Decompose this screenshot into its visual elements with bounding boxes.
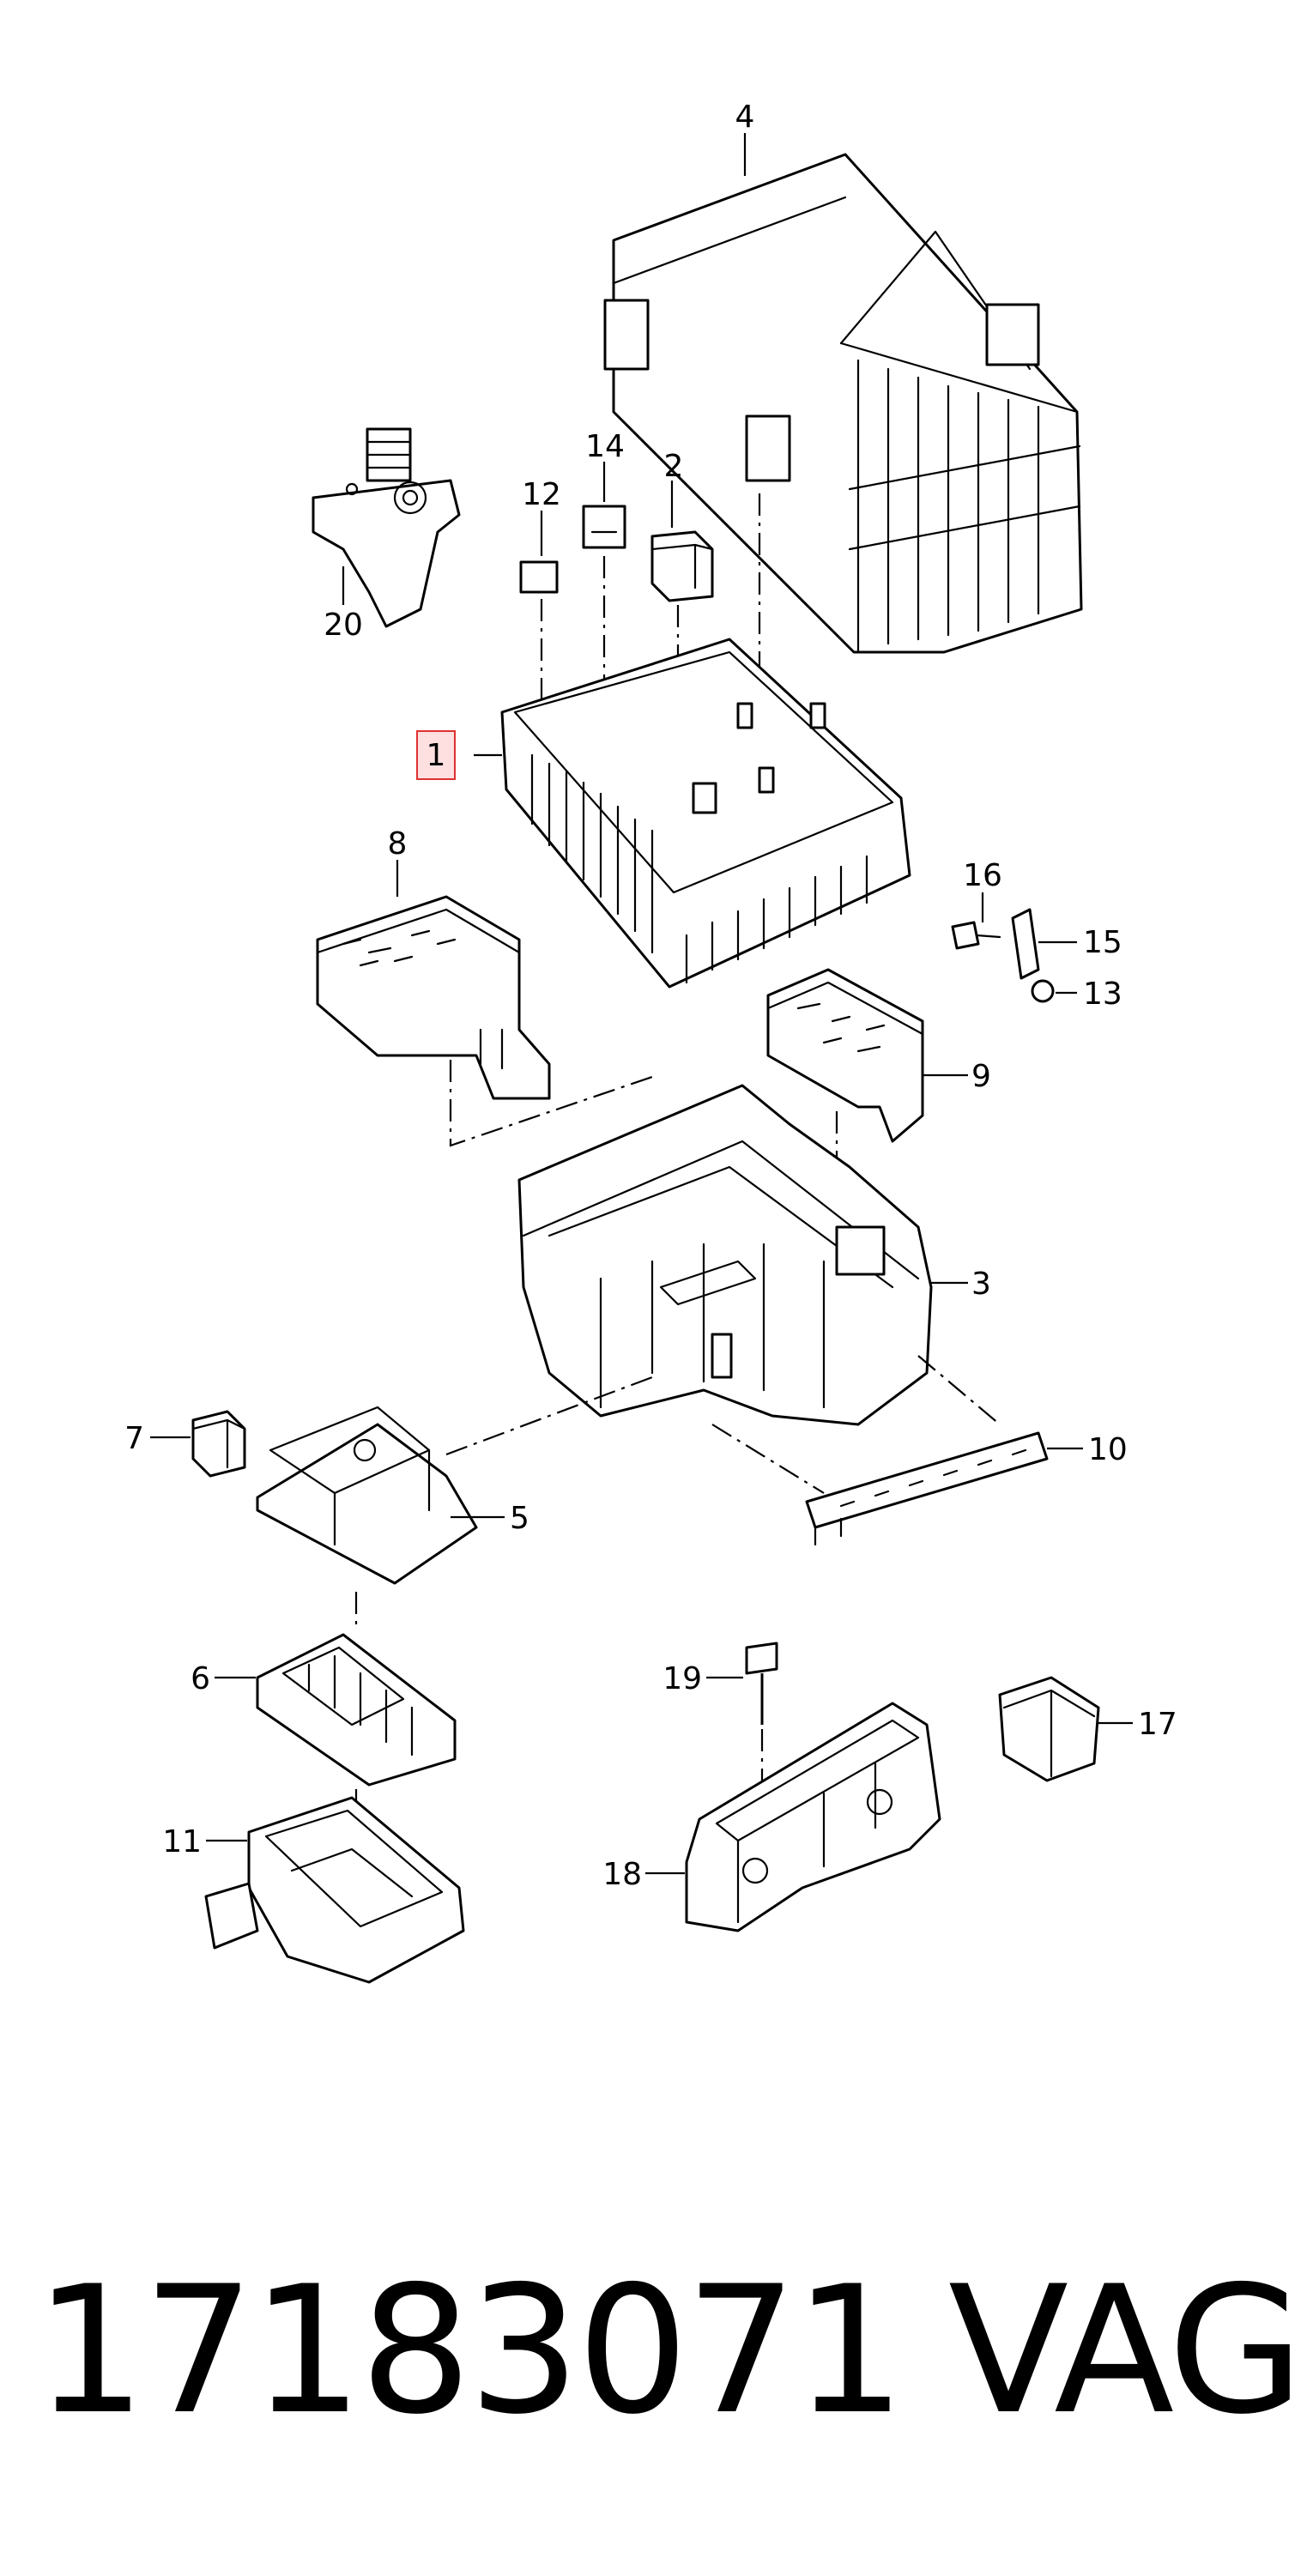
callout-15: 15 <box>1083 925 1122 960</box>
part-3-carrier <box>445 1084 1001 1494</box>
part-1-fuse-box <box>474 638 911 989</box>
callout-8: 8 <box>388 826 408 862</box>
part-10-terminal-strip <box>805 1431 1083 1546</box>
part-13-nut <box>1031 979 1077 1003</box>
part-4-cover <box>603 133 1083 654</box>
callout-18: 18 <box>602 1857 642 1892</box>
part-16-screw <box>951 892 1001 950</box>
part-6-relay-base <box>215 1633 457 1819</box>
callout-20: 20 <box>324 608 363 643</box>
part-8-cover <box>316 860 653 1147</box>
part-15-clip <box>1011 908 1077 980</box>
part-12-fuse <box>519 511 559 738</box>
callout-17: 17 <box>1138 1707 1177 1742</box>
callout-4: 4 <box>735 100 755 135</box>
callout-3: 3 <box>971 1267 991 1302</box>
callout-labels: 4 14 12 2 20 1 8 16 15 13 9 3 7 10 5 6 1… <box>124 100 1177 1892</box>
callout-11: 11 <box>162 1824 202 1859</box>
part-11-housing <box>204 1796 465 1984</box>
callout-16: 16 <box>963 858 1002 893</box>
part-17-relay <box>998 1676 1133 1782</box>
callout-9: 9 <box>971 1059 991 1094</box>
callout-1: 1 <box>427 738 446 773</box>
part-20-bracket <box>312 427 461 628</box>
part-18-bracket <box>645 1702 941 1932</box>
part-9-cover <box>766 968 968 1261</box>
callout-19: 19 <box>663 1661 702 1696</box>
callout-13: 13 <box>1083 977 1122 1012</box>
callout-12: 12 <box>522 477 561 512</box>
callout-1-highlight <box>416 730 456 780</box>
brand-name: VAG <box>948 2249 1304 2453</box>
callout-5: 5 <box>510 1501 529 1536</box>
callout-10: 10 <box>1088 1432 1128 1467</box>
callout-2: 2 <box>664 449 684 484</box>
part-number: 17183071 <box>34 2249 905 2453</box>
part-7-relay <box>150 1410 246 1478</box>
callout-14: 14 <box>585 429 625 464</box>
callout-6: 6 <box>191 1661 210 1696</box>
part-14-fuse <box>582 462 626 738</box>
part-5-holder <box>256 1406 505 1626</box>
footer: 17183071 VAG <box>0 2231 1313 2471</box>
callout-7: 7 <box>124 1421 144 1456</box>
part-2-relay <box>650 481 714 729</box>
